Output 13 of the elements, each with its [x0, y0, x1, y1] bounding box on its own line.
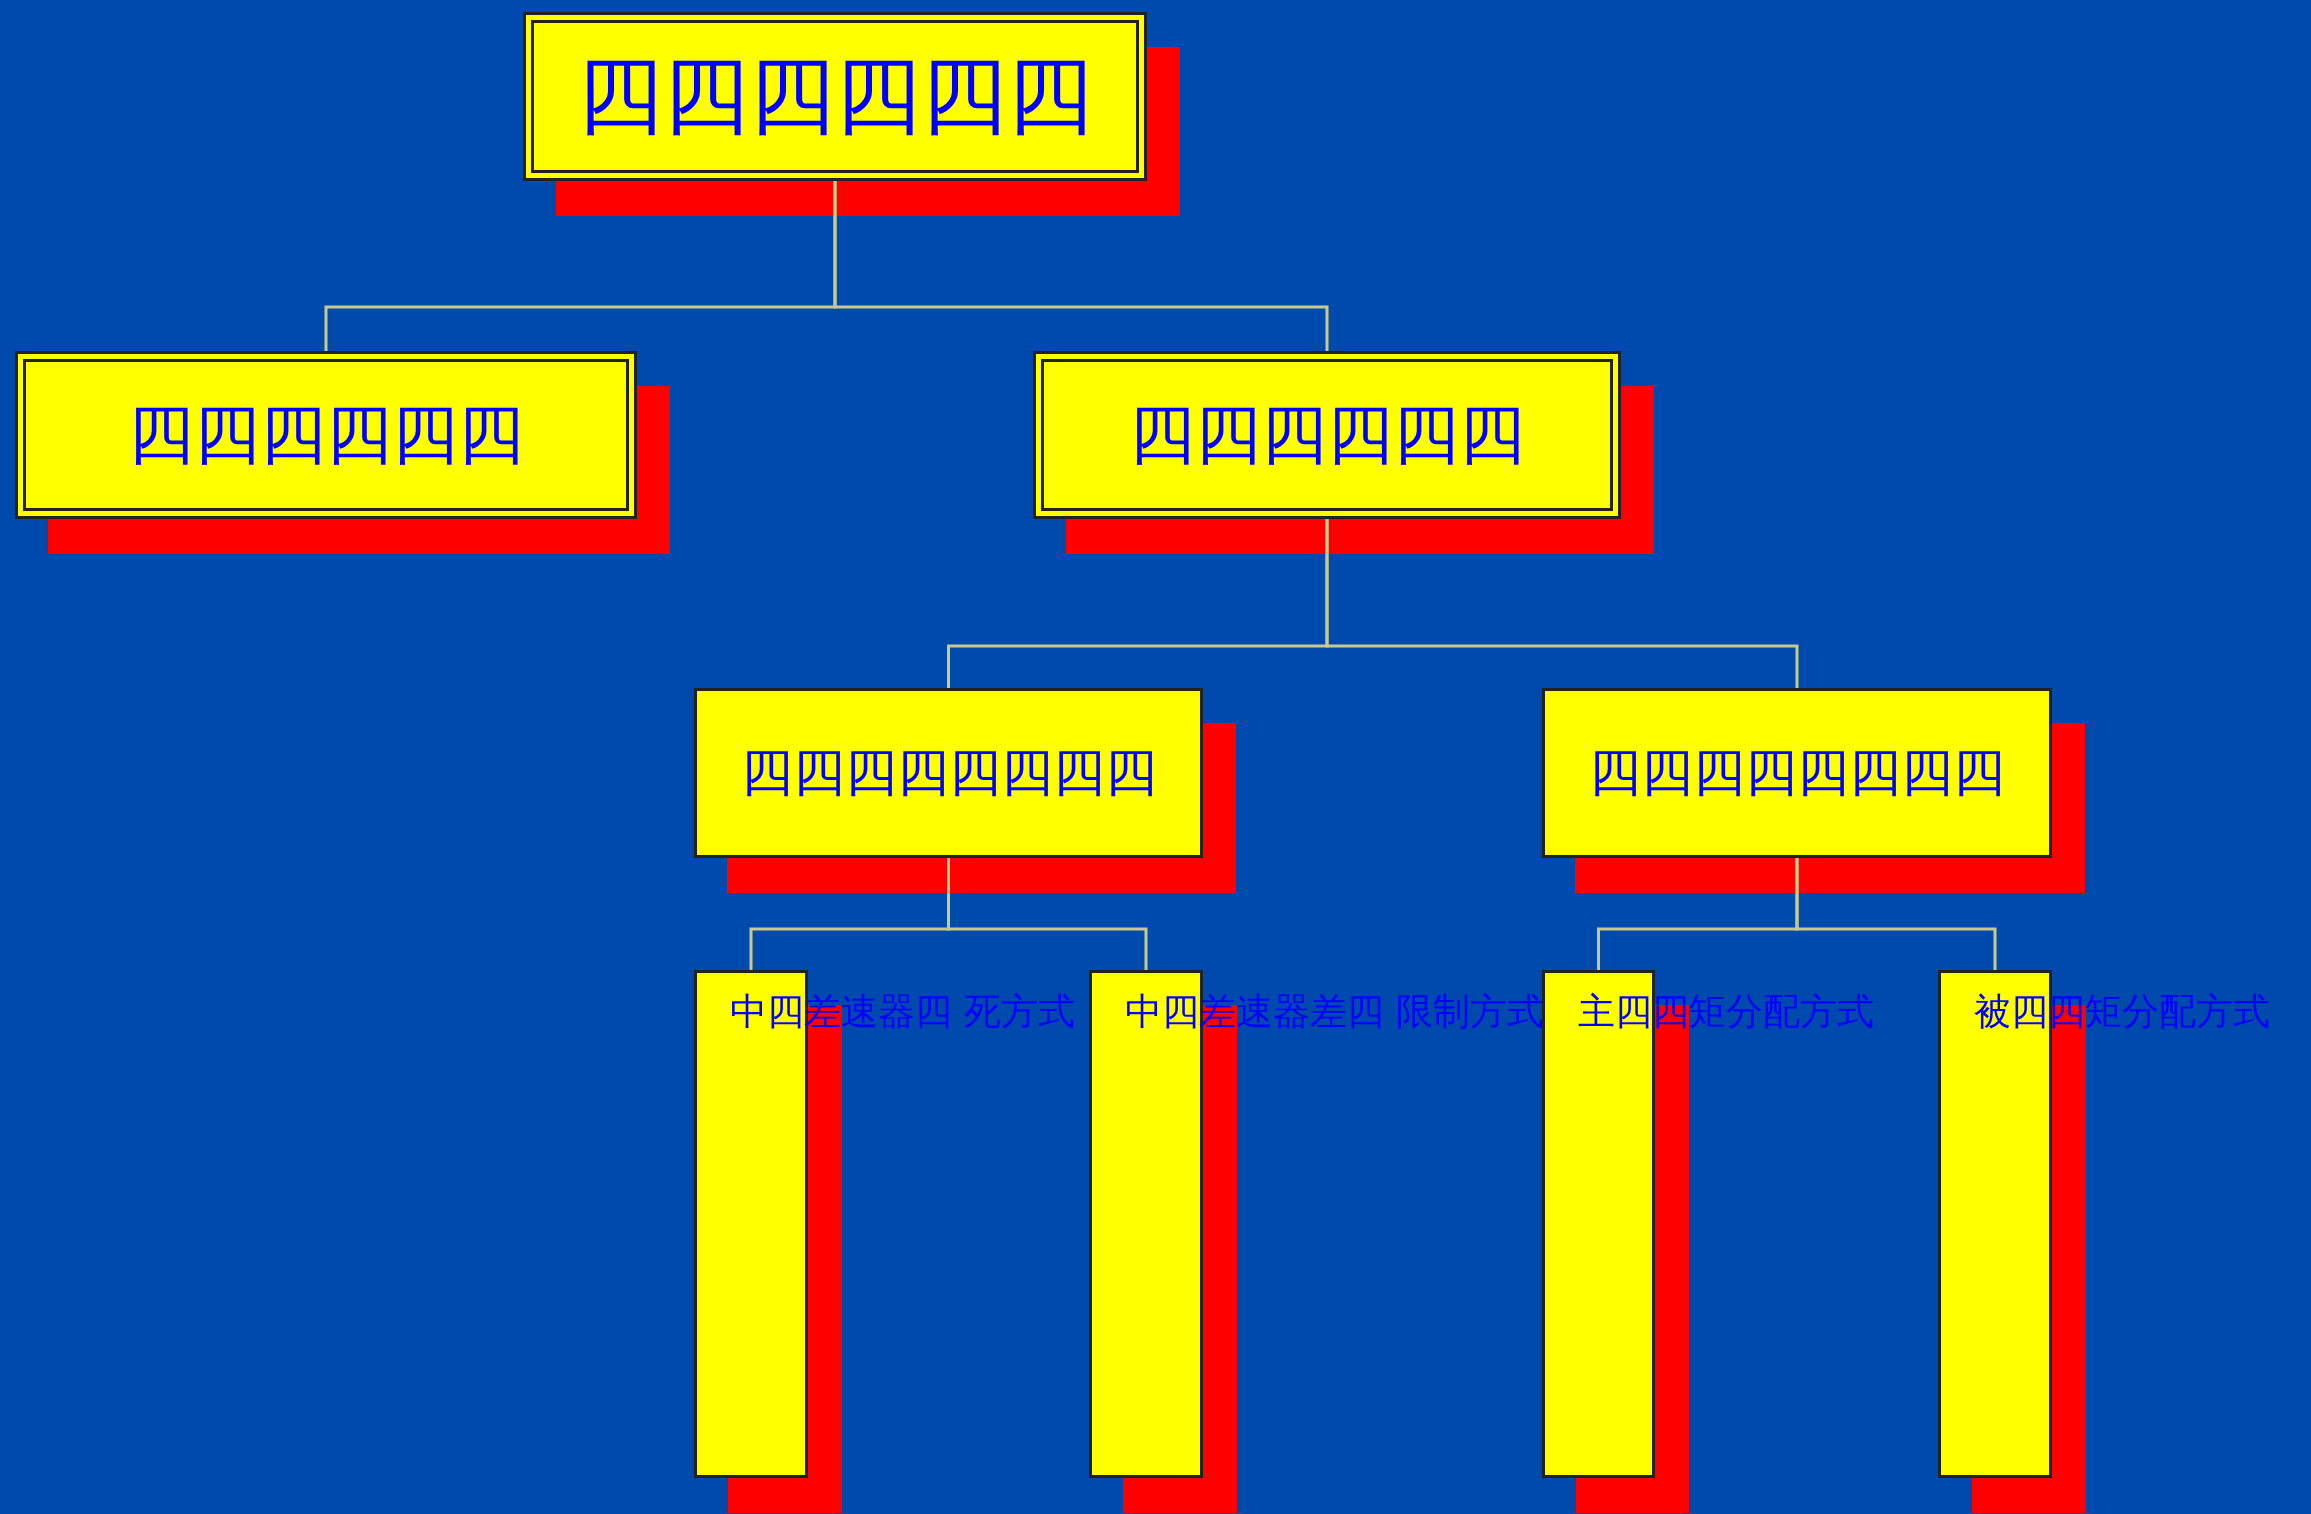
box-label: 四四四四四四 — [577, 44, 1093, 147]
box-label: 四四四四四四四四 — [740, 741, 1157, 804]
heading-box — [523, 12, 1147, 181]
connector-line — [833, 181, 1329, 351]
category-box — [1542, 688, 2052, 858]
connector-line — [1795, 858, 1997, 970]
category-box — [694, 688, 1203, 858]
heading-box — [15, 351, 637, 519]
box-label: 四四四四四四 — [1129, 395, 1525, 475]
box-label: 四四四四四四 — [128, 395, 524, 475]
box-label: 四四四四四四四四 — [1589, 741, 2005, 804]
connector-line — [1325, 519, 1799, 688]
heading-box — [1033, 351, 1621, 519]
